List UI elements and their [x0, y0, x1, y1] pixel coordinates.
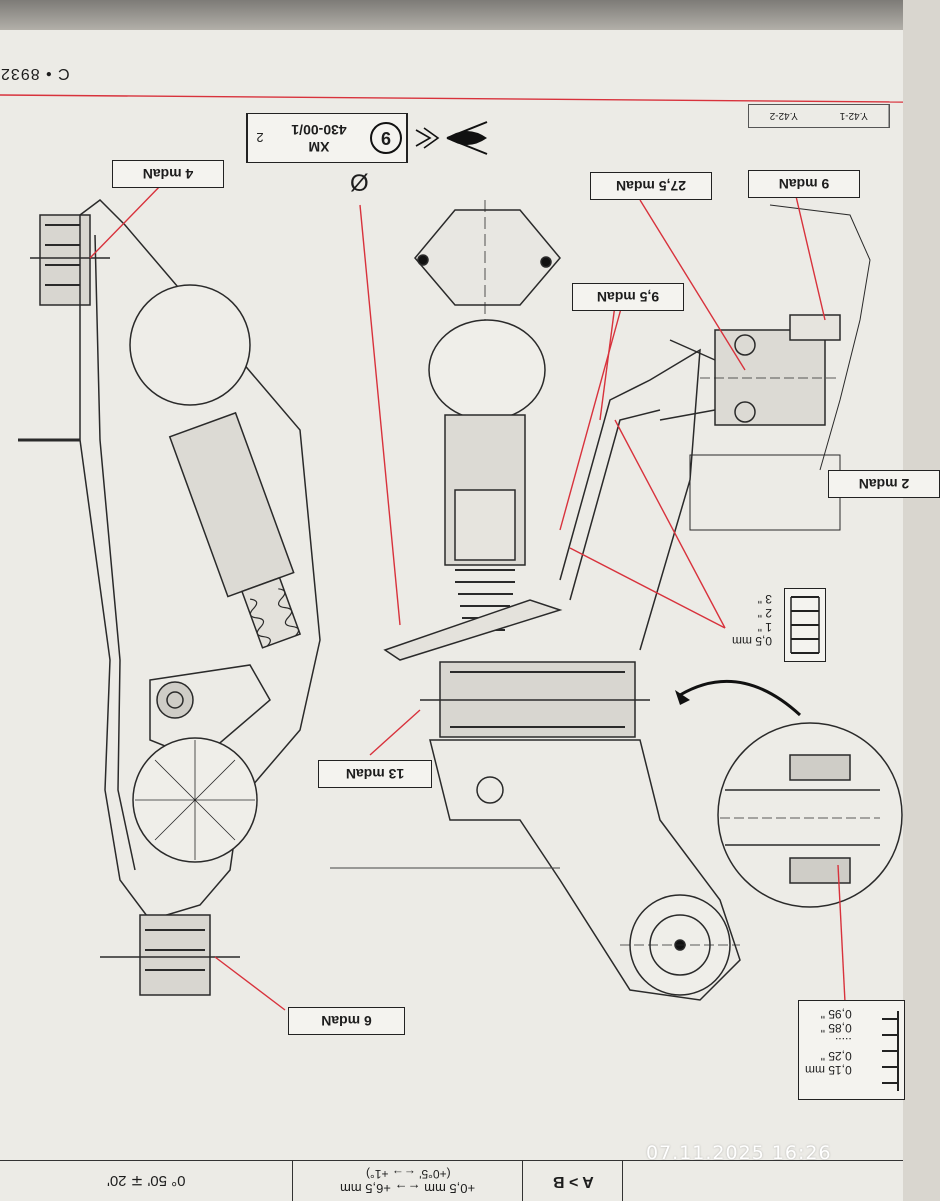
right-hub-assembly: [659, 204, 871, 531]
torque-label-4: 4 mdaN: [112, 160, 224, 188]
eye-view-icon: [415, 121, 488, 155]
step-circle: 9: [366, 114, 407, 162]
reference-box: Y.42-2 Y.42-1: [748, 104, 890, 128]
shim-stack-icon: [882, 1011, 899, 1091]
torque-label-9-5: 9,5 mdaN: [572, 283, 684, 311]
torque-label-9: 9 mdaN: [748, 170, 860, 198]
photo-timestamp: 07.11.2025 16:26: [646, 1142, 832, 1164]
leader-lines: [89, 182, 846, 1011]
torque-label-27-5: 27,5 mdaN: [590, 172, 712, 200]
diameter-symbol: Ø: [350, 170, 369, 197]
ref-left: Y.42-2: [769, 110, 798, 122]
bottom-spec-strip: 0° 50' ∓ 20' (+0°5' ←→ +1°) +0,5 mm ←→ +…: [0, 1160, 903, 1201]
variant-number: 2: [247, 114, 272, 162]
model-box: 9 XM 430-00/1 2: [246, 113, 408, 163]
centre-strut-assembly: [383, 200, 741, 1001]
shim-values: 0,15 mm 0,25 " ..... 0,85 " 0,95 ": [805, 1007, 852, 1077]
left-strut-assembly: [18, 199, 321, 996]
torque-label-partial: 2 mdaN: [828, 470, 940, 498]
angle-cell: 0° 50' ∓ 20': [106, 1172, 186, 1189]
model-code: XM 430-00/1: [291, 122, 347, 155]
torque-label-6: 6 mdaN: [288, 1007, 405, 1035]
thickness-table: [784, 588, 826, 662]
thickness-values: 0,5 mm 1 " 2 " 3 ": [732, 592, 773, 648]
torque-label-13: 13 mdaN: [318, 760, 432, 788]
document-page: [0, 30, 904, 1200]
suspension-diagram: [0, 94, 904, 1011]
ref-right: Y.42-1: [818, 105, 889, 127]
offset-cell: (+0°5' ←→ +1°) +0,5 mm ←→ +6,5 mm: [292, 1161, 523, 1201]
shim-table: 0,15 mm 0,25 " ..... 0,85 " 0,95 ": [798, 1000, 905, 1100]
condition-cell: A > B: [522, 1161, 623, 1201]
step-gauge-icon: [790, 596, 820, 654]
detail-arrow-icon: [679, 679, 802, 717]
blank-cell: [622, 1161, 904, 1201]
document-code: C • 8932: [0, 65, 70, 82]
bearing-detail-view: [717, 722, 903, 908]
